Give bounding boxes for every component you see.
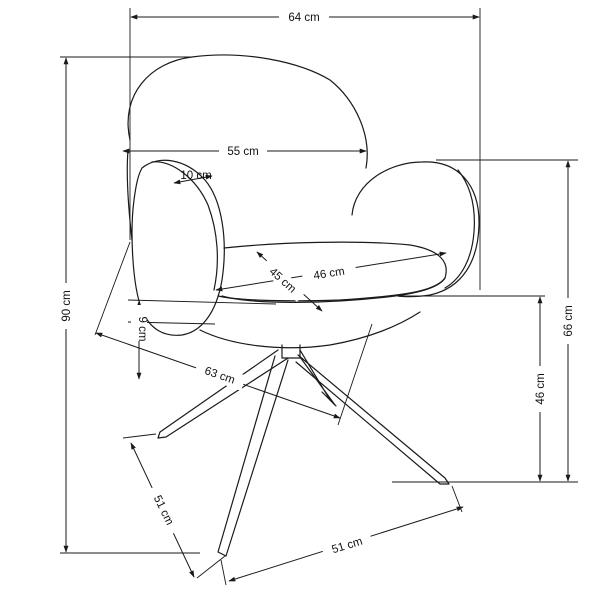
label-armrest-height: 66 cm bbox=[563, 305, 575, 336]
label-armrest-width: 10 cm bbox=[180, 170, 211, 182]
leg-back-left bbox=[157, 349, 289, 439]
leg-back-right bbox=[299, 349, 336, 406]
dim-line-armrest-width bbox=[173, 174, 213, 185]
leg-front-left bbox=[217, 355, 289, 557]
shell-underside bbox=[199, 311, 421, 349]
extension-lines bbox=[60, 8, 578, 586]
label-seat-height: 46 cm bbox=[535, 373, 547, 404]
right-armrest bbox=[351, 161, 480, 298]
label-backrest-width: 55 cm bbox=[227, 146, 258, 158]
swivel-hub bbox=[281, 344, 301, 359]
leg-front-right bbox=[295, 354, 450, 485]
label-overall-height: 90 cm bbox=[61, 290, 73, 321]
backrest-inner-edge bbox=[126, 149, 133, 241]
backrest-shape bbox=[127, 54, 368, 169]
seat-front-edge bbox=[221, 277, 446, 303]
label-overall-width: 64 cm bbox=[288, 12, 319, 24]
label-seat-width: 46 cm bbox=[313, 266, 346, 283]
label-seat-thickness: 9 cm bbox=[136, 317, 148, 342]
chair-outline bbox=[126, 54, 480, 557]
right-armrest-rim bbox=[444, 169, 475, 289]
dimension-lines bbox=[63, 14, 571, 582]
